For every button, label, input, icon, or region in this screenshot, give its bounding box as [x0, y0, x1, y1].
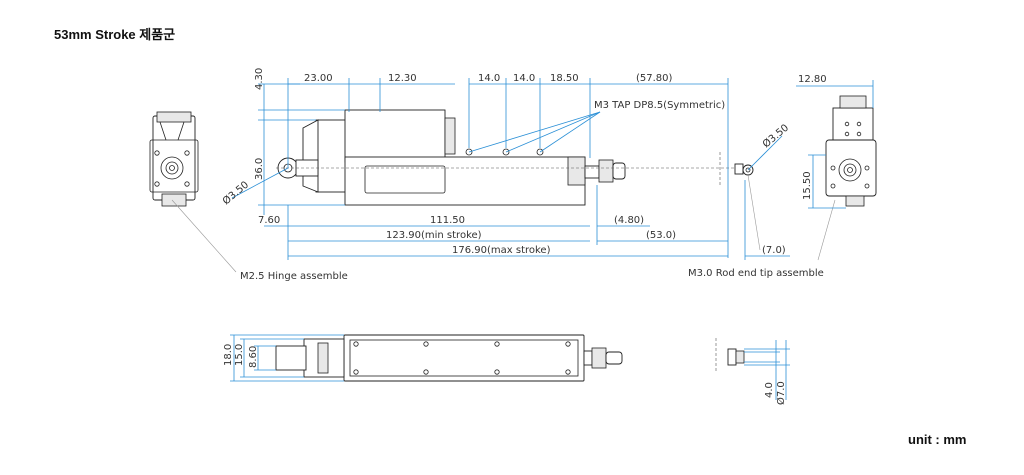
dim-23-00: 23.00: [304, 73, 333, 84]
dim-111-50: 111.50: [430, 215, 465, 226]
dim-7-60: 7.60: [258, 215, 280, 226]
right-end-dimension-lines: [796, 80, 874, 209]
bottom-view: 18.0 15.0 8.60 4.0 Ø7.0: [223, 334, 790, 405]
side-view-labels: 4.30 23.00 12.30 14.0 14.0 18.50 (57.80)…: [220, 68, 826, 282]
note-tap: M3 TAP DP8.5(Symmetric): [594, 100, 725, 111]
left-end-view: [149, 111, 237, 273]
side-view-dimension-lines: [231, 78, 790, 260]
dim-4-0: 4.0: [764, 382, 775, 398]
right-end-view: [817, 95, 877, 261]
dim-7-0-dia: Ø7.0: [775, 381, 787, 405]
note-hinge: M2.5 Hinge assemble: [240, 271, 348, 282]
side-view-body: [276, 109, 761, 251]
dim-3-50-left: Ø3.50: [220, 179, 251, 208]
dim-18-0: 18.0: [223, 344, 234, 366]
dim-8-60: 8.60: [248, 346, 259, 368]
dim-4-30: 4.30: [254, 68, 265, 90]
dim-14-0-a: 14.0: [478, 73, 500, 84]
page-title: 53mm Stroke 제품군: [54, 27, 176, 42]
dim-123-90: 123.90(min stroke): [386, 230, 482, 241]
dim-36-0: 36.0: [254, 158, 265, 180]
dim-57-80: (57.80): [636, 73, 673, 84]
note-rod-end: M3.0 Rod end tip assemble: [688, 268, 824, 279]
dim-176-90: 176.90(max stroke): [452, 245, 551, 256]
dim-7-0: (7.0): [762, 245, 786, 256]
dim-12-80: 12.80: [798, 74, 827, 85]
dim-15-50: 15.50: [802, 171, 813, 200]
unit-label: unit : mm: [908, 432, 967, 447]
dim-3-50-right: Ø3.50: [760, 122, 791, 151]
dim-18-50: 18.50: [550, 73, 579, 84]
dim-15-0: 15.0: [234, 344, 245, 366]
dim-53-0: (53.0): [646, 230, 676, 241]
dim-4-80: (4.80): [614, 215, 644, 226]
dim-14-0-b: 14.0: [513, 73, 535, 84]
dim-12-30: 12.30: [388, 73, 417, 84]
